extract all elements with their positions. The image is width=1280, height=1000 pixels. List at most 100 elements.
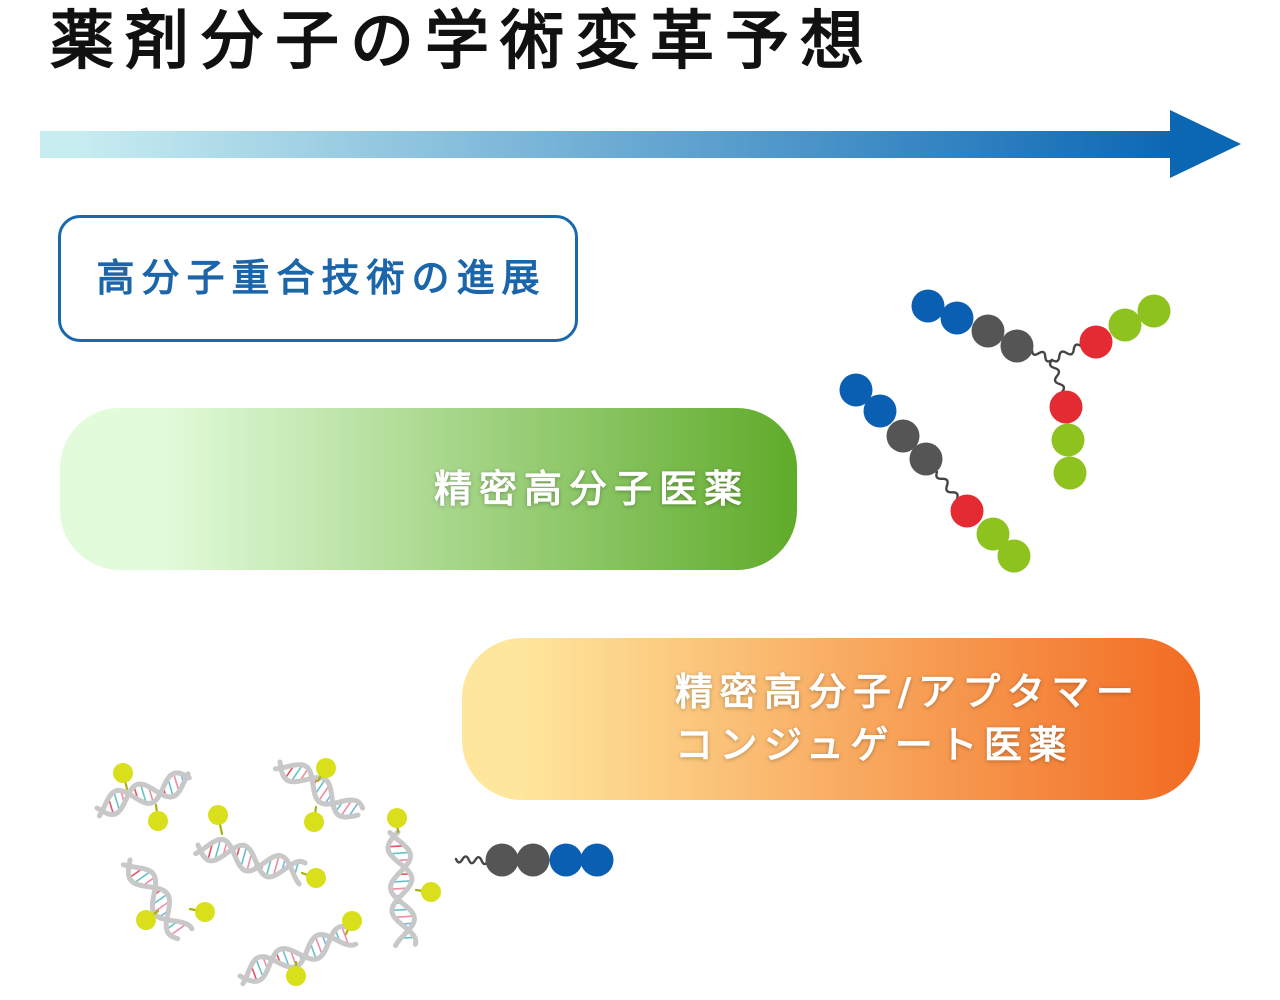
base-pair [298,953,303,962]
base-pair [318,785,330,801]
base-pair [255,959,264,977]
base-pairs [388,838,415,939]
polymer-bead-green [997,539,1031,573]
ligand-stem [395,816,400,834]
base-pair [314,779,326,795]
base-pair [308,775,313,780]
ligand-stem [300,871,318,880]
linear-polymer [839,373,1031,573]
base-pair [392,908,409,912]
polymer-bead-green [1137,294,1171,328]
dna-aptamer-cluster [94,759,419,987]
base-pair [162,787,167,797]
ligand-stem [121,771,129,791]
base-pair [207,842,214,860]
base-pair [166,921,178,930]
base-pair [335,801,344,812]
dna-aptamer [193,836,308,887]
ligand [414,882,441,902]
base-pair [272,856,280,876]
ligand-cluster [113,758,441,986]
dna-aptamer [385,829,419,949]
dna-strand [94,771,191,817]
base-pair [388,844,405,848]
polymer-bead-green [1053,456,1087,490]
dna-strand [237,924,353,984]
ligand-ball [387,808,407,828]
polymer-bead-blue [940,301,974,335]
polymer-bead-blue [911,289,945,323]
polymer-bead-grey [1000,329,1034,363]
base-pair [246,974,250,981]
ligand-ball [316,758,336,778]
polymer-bead-grey [886,419,920,453]
base-pair [265,858,272,876]
polymer-bead-green [1108,308,1142,342]
stage-label: 精密高分子医薬 [433,466,749,511]
ligand-stem [154,803,160,823]
ligand-ball [195,902,215,922]
base-pair [250,965,258,981]
base-pair [392,880,412,883]
base-pair [152,893,168,905]
base-pair [315,936,323,955]
ligand-stem [144,909,160,922]
base-pair [299,768,309,781]
polymer-bead-blue [549,843,583,877]
base-pair [401,922,414,925]
dna-strand [96,770,192,819]
polymer-bead-red [1079,325,1113,359]
base-pair [154,901,170,913]
base-pair [103,806,107,814]
stage-label: 高分子重合技術の進展 [96,256,547,300]
base-pair [396,858,410,862]
polymer-linker [1048,358,1066,394]
base-pair [142,876,155,886]
base-pair [341,927,349,945]
dna-strand [193,836,302,887]
base-pair [153,889,162,896]
polymer-bead-blue [839,373,873,407]
base-pair [152,884,156,889]
arrow-shaft [40,131,1180,158]
base-pair [240,847,247,867]
base-pair [281,766,286,772]
ligand-stem [216,813,224,836]
ligand-ball [113,763,133,783]
dna-strand [272,762,366,811]
ligand-stem [188,907,207,914]
polymer-bead-blue [863,394,897,428]
stage-label-line-1: 精密高分子/アプタマー [675,670,1141,714]
base-pair [235,845,241,859]
base-pair [128,866,134,871]
stage-box-polymerization-technology: 高分子重合技術の進展 [58,215,578,342]
ligand-ball [136,910,156,930]
base-pair [309,943,317,959]
stage-box-precision-polymer-drug: 精密高分子医薬 [60,408,797,570]
stage-box-conjugate-drug: 精密高分子/アプタマー コンジュゲート医薬 [462,638,1200,800]
ligand [148,803,168,831]
arrow-head [1170,110,1241,178]
ligand [342,911,362,936]
dna-strand [385,829,419,947]
base-pair [348,802,359,817]
base-pair [108,798,114,815]
ligand-stem [344,919,354,936]
base-pair [284,765,295,779]
base-pair [312,777,319,786]
base-pair [293,861,300,876]
base-pairs [103,773,185,815]
base-pair [140,784,147,803]
base-pair [289,950,297,967]
ligand [300,868,326,888]
base-pair [170,923,186,936]
base-pair [282,949,290,967]
ligand [113,763,133,791]
base-pair [165,919,169,922]
base-pair [260,863,264,872]
dna-aptamer [120,857,195,942]
ligand-stem [316,766,328,783]
base-pair [262,956,269,970]
base-pair [129,868,143,878]
base-pairs [281,765,359,817]
